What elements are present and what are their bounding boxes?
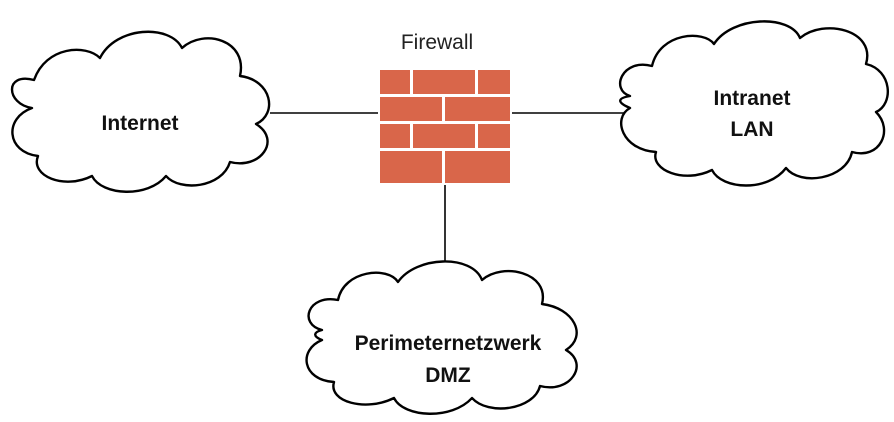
brick-wall-icon xyxy=(378,68,512,185)
cloud-intranet-line-2: LAN xyxy=(730,118,773,141)
brick xyxy=(413,70,475,94)
brick xyxy=(380,70,410,94)
cloud-icon xyxy=(619,20,889,187)
brick xyxy=(380,151,442,183)
cloud-internet: Internet xyxy=(10,30,271,193)
brick xyxy=(380,124,410,148)
brick xyxy=(413,124,475,148)
firewall-label: Firewall xyxy=(401,31,473,54)
cloud-intranet-line-1: Intranet xyxy=(713,87,790,110)
brick xyxy=(478,70,510,94)
cloud-dmz-line-2: DMZ xyxy=(425,364,471,387)
cloud-intranet-lan: Intranet LAN xyxy=(619,20,889,187)
brick xyxy=(478,124,510,148)
brick xyxy=(445,151,510,183)
cloud-dmz: Perimeternetzwerk DMZ xyxy=(305,260,578,415)
firewall: Firewall xyxy=(378,31,512,185)
cloud-icon xyxy=(10,30,271,193)
cloud-dmz-line-1: Perimeternetzwerk xyxy=(355,332,542,355)
cloud-internet-line-1: Internet xyxy=(101,112,178,135)
brick xyxy=(380,97,442,121)
cloud-icon xyxy=(305,260,578,415)
brick xyxy=(445,97,510,121)
